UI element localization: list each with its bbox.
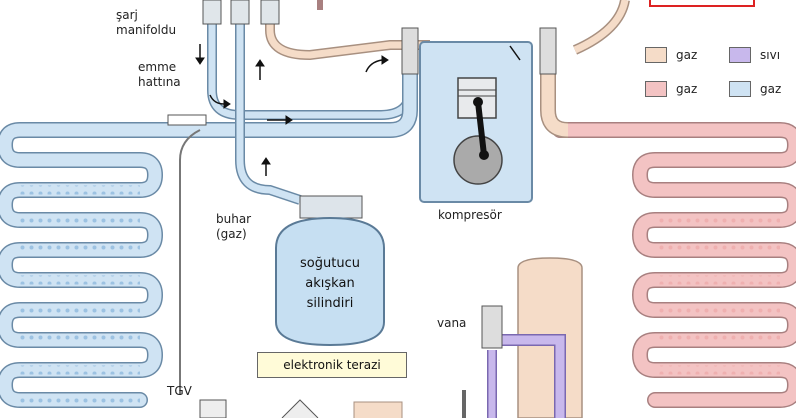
tgv-line	[167, 114, 319, 418]
manifold-label: şarj manifoldu	[116, 8, 177, 37]
compressor	[401, 27, 557, 203]
vapor-label: buhar (gaz)	[216, 212, 252, 241]
electronic-scale-label: elektronik terazi	[257, 352, 407, 378]
refrigerant-cylinder	[275, 195, 385, 347]
legend-frame	[649, 0, 755, 7]
legend-label: gaz	[676, 82, 698, 96]
cylinder-label: soğutucu akışkan silindiri	[300, 256, 360, 311]
legend-swatch-liquid	[729, 47, 751, 63]
legend-label: gaz	[760, 82, 782, 96]
tgv-label: TGV	[167, 384, 192, 398]
legend-label: sıvı	[760, 48, 781, 62]
liquid-line	[462, 305, 566, 418]
evaporator-coil	[0, 122, 378, 408]
suction-label: emme hattına	[138, 60, 181, 89]
valve-label: vana	[437, 316, 467, 330]
legend-swatch-cold-gas	[729, 81, 751, 97]
legend-label: gaz	[676, 48, 698, 62]
legend-swatch-hot-gas	[645, 81, 667, 97]
compressor-lines	[370, 60, 569, 138]
flow-arrows	[195, 44, 521, 176]
manifold-hoses	[202, 0, 630, 205]
legend-swatch-warm-gas	[645, 47, 667, 63]
compressor-label: kompresör	[438, 208, 502, 222]
condenser-coil	[552, 122, 796, 408]
